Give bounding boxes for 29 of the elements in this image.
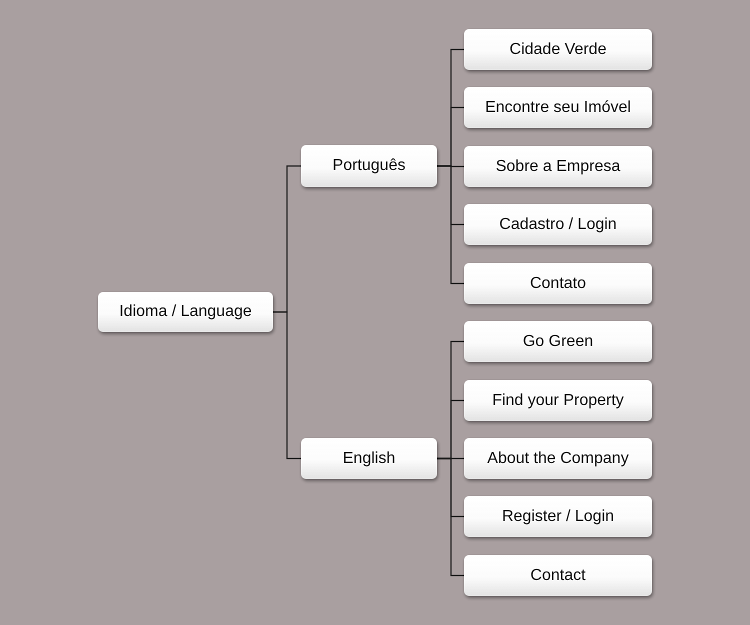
menu-label: Português: [332, 157, 406, 175]
menu-item-box: [464, 204, 652, 245]
menu-label: Cadastro / Login: [499, 216, 617, 234]
connector-line: [437, 458, 464, 576]
menu-item-box: [301, 145, 437, 187]
menu-item-box: [464, 263, 652, 304]
menu-label: Go Green: [522, 332, 594, 350]
menu-item-box: [464, 321, 652, 362]
connector-line: [273, 311, 301, 460]
menu-label: Encontre seu Imóvel: [485, 98, 631, 116]
menu-label: Register / Login: [502, 508, 614, 526]
menu-item-box: [464, 438, 652, 479]
menu-label: Contato: [530, 274, 586, 292]
menu-label: Idioma / Language: [119, 303, 252, 321]
menu-label: Sobre a Empresa: [496, 158, 620, 176]
menu-item-box: [98, 292, 273, 332]
menu-item-box: [464, 380, 652, 421]
menu-item-box: [464, 496, 652, 537]
menu-label: English: [342, 450, 396, 468]
menu-label: Contact: [530, 566, 586, 584]
menu-item-box: [301, 438, 437, 479]
menu-item-box: [464, 87, 652, 128]
menu-item-box: [464, 146, 652, 187]
menu-label: About the Company: [487, 450, 629, 468]
menu-item-box: [464, 555, 652, 596]
menu-item-box: [464, 29, 652, 70]
menu-label: Find your Property: [492, 392, 624, 410]
connector-line: [437, 165, 464, 284]
menu-label: Cidade Verde: [510, 40, 606, 58]
